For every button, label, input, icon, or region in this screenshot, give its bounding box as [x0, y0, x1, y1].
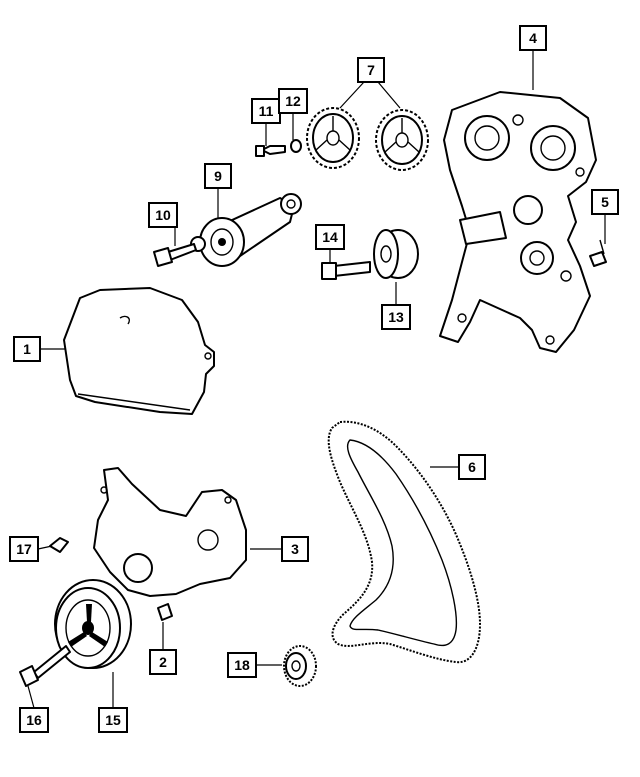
callout-13: 13 — [381, 304, 411, 330]
callout-11: 11 — [251, 98, 281, 124]
callout-6-label: 6 — [468, 459, 476, 475]
leader-lines — [27, 50, 606, 709]
callout-3-label: 3 — [291, 541, 299, 557]
callout-2-label: 2 — [159, 654, 167, 670]
camshaft-sprocket-left — [306, 107, 360, 169]
crankshaft-damper — [54, 579, 132, 669]
callout-7-label: 7 — [367, 62, 375, 78]
cover-stud — [589, 239, 607, 267]
timing-belt — [327, 420, 481, 664]
damper-bolt — [19, 645, 71, 687]
tensioner-bolt — [153, 243, 197, 267]
callout-3: 3 — [281, 536, 309, 562]
callout-12: 12 — [278, 88, 308, 114]
callout-4-label: 4 — [529, 30, 537, 46]
sprocket-bolt — [255, 145, 286, 157]
callout-7: 7 — [357, 57, 385, 83]
callout-1-label: 1 — [23, 341, 31, 357]
callout-5-label: 5 — [601, 194, 609, 210]
sprocket-washer — [290, 139, 302, 153]
callout-17-label: 17 — [16, 541, 32, 557]
callout-15-label: 15 — [105, 712, 121, 728]
lower-timing-cover — [93, 467, 247, 597]
callout-2: 2 — [149, 649, 177, 675]
rear-timing-plate — [439, 91, 597, 353]
cover-bolt — [157, 603, 173, 621]
callout-9: 9 — [204, 163, 232, 189]
belt-tensioner — [190, 193, 302, 267]
idler-bolt — [321, 261, 371, 280]
crankshaft-key — [49, 537, 69, 553]
callout-14: 14 — [315, 224, 345, 250]
callout-6: 6 — [458, 454, 486, 480]
callout-11-label: 11 — [259, 103, 274, 119]
callout-10-label: 10 — [155, 207, 171, 223]
callout-15: 15 — [98, 707, 128, 733]
callout-5: 5 — [591, 189, 619, 215]
callout-12-label: 12 — [285, 93, 301, 109]
callout-18-label: 18 — [234, 657, 250, 673]
idler-pulley — [373, 229, 419, 279]
camshaft-sprocket-right — [375, 109, 429, 171]
callout-17: 17 — [9, 536, 39, 562]
callout-10: 10 — [148, 202, 178, 228]
callout-18: 18 — [227, 652, 257, 678]
callout-16-label: 16 — [26, 712, 42, 728]
callout-1: 1 — [13, 336, 41, 362]
callout-13-label: 13 — [388, 309, 404, 325]
crankshaft-sprocket — [283, 645, 317, 687]
callout-14-label: 14 — [322, 229, 338, 245]
upper-timing-cover — [63, 287, 215, 415]
callout-16: 16 — [19, 707, 49, 733]
callout-9-label: 9 — [214, 168, 222, 184]
callout-4: 4 — [519, 25, 547, 51]
